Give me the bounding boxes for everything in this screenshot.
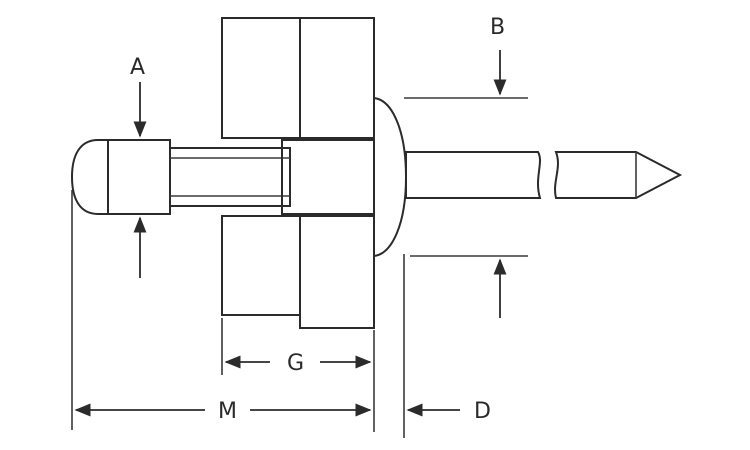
rivet-body <box>70 139 375 215</box>
mandrel-stem <box>405 151 683 199</box>
dimension-m-label: M <box>218 399 237 424</box>
dimension-b: B <box>404 15 528 318</box>
plate-left <box>221 17 301 316</box>
dimension-d-label: D <box>474 399 491 424</box>
dimension-b-label: B <box>490 15 505 40</box>
dimension-d: D <box>406 399 491 424</box>
dimension-m: M <box>74 399 372 424</box>
dimension-a: A <box>130 55 147 278</box>
dimension-g: G <box>224 351 372 376</box>
extension-lines <box>71 190 405 438</box>
dimension-g-label: G <box>287 351 304 376</box>
rivet-flange <box>373 96 408 258</box>
plate-right <box>299 17 375 329</box>
dimension-a-label: A <box>130 55 145 80</box>
